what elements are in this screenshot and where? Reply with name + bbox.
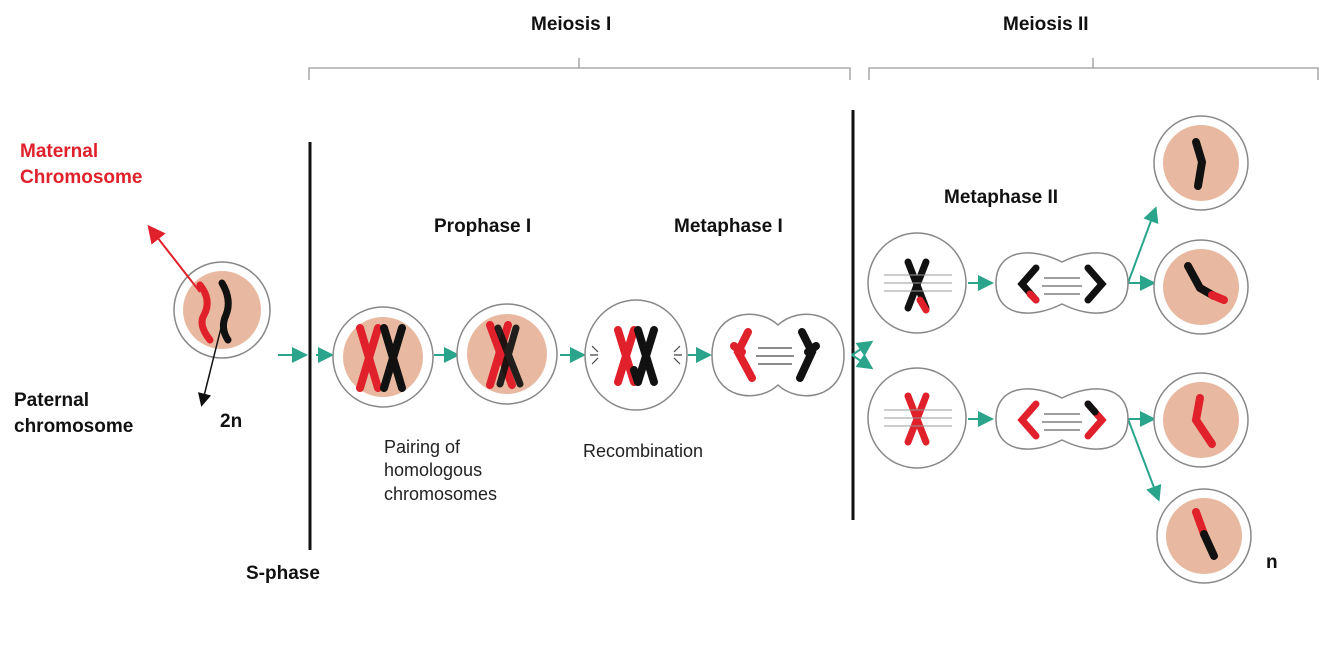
pairing-caption: Pairing of homologous chromosomes [384, 437, 498, 504]
recombination-caption: Recombination [583, 441, 704, 461]
prophase-1-cell [456, 303, 558, 405]
metaphase-1-label: Metaphase I [674, 216, 783, 237]
daughter-cell-1 [1153, 115, 1249, 211]
maternal-pointer-arrow [147, 224, 201, 293]
s-phase-cell [332, 306, 434, 408]
meiosis-1-heading: Meiosis I [531, 14, 612, 35]
metaphase-2-label: Metaphase II [944, 187, 1059, 208]
paternal-chromosome [218, 279, 232, 344]
initial-diploid-cell [173, 261, 271, 359]
daughter-cell-2 [1153, 239, 1249, 335]
prophase-1-label: Prophase I [434, 216, 532, 237]
paternal-pointer-arrow [197, 299, 229, 407]
meiosis-2-heading: Meiosis II [1003, 14, 1089, 35]
paternal-chromosome-label: Paternal chromosome [14, 390, 134, 437]
haploid-label: n [1266, 552, 1278, 573]
anaphase-2-top-cell [995, 252, 1129, 314]
meiosis-1-bracket [308, 58, 851, 80]
s-phase-label: S-phase [246, 563, 320, 584]
anaphase-2-bottom-cell [995, 388, 1129, 450]
metaphase-2-bottom-cell [867, 367, 967, 469]
metaphase-1-cell [584, 299, 688, 411]
maternal-chromosome-label: Maternal Chromosome [20, 141, 143, 188]
flow-arrows [278, 206, 1162, 502]
anaphase-1-cell [711, 313, 845, 397]
daughter-cell-3 [1153, 372, 1249, 468]
diploid-label: 2n [220, 411, 243, 432]
maternal-chromosome [196, 281, 214, 344]
daughter-cell-4 [1156, 488, 1252, 584]
metaphase-2-top-cell [867, 232, 967, 334]
meiosis-2-bracket [868, 58, 1319, 80]
